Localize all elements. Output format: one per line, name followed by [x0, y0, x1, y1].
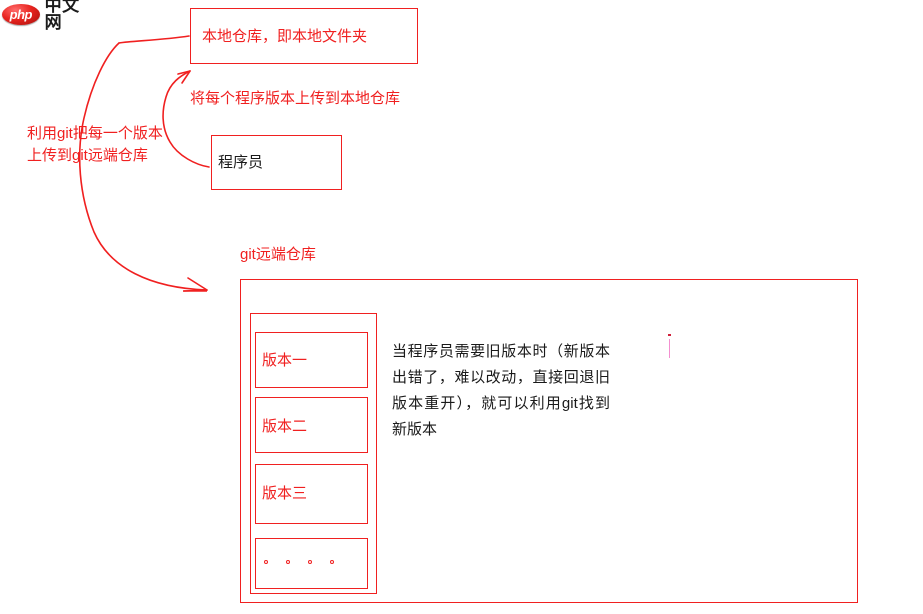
php-badge-text: php	[9, 6, 33, 22]
note-upload-to-remote-line-2: 上传到git远端仓库	[27, 147, 148, 164]
version-stack-container	[250, 313, 377, 594]
version-box-2	[255, 397, 368, 453]
note-upload-to-remote-repo: 利用git把每一个版本 上传到git远端仓库	[27, 123, 163, 167]
ellipsis-dot	[264, 560, 268, 564]
programmer-label: 程序员	[218, 154, 264, 171]
version-box-4-ellipsis	[255, 538, 368, 589]
text-cursor-caret	[668, 334, 671, 358]
local-repo-label: 本地仓库，即本地文件夹	[202, 28, 368, 45]
ellipsis-dot	[286, 560, 290, 564]
local-repo-box	[190, 8, 418, 64]
ellipsis-dot	[308, 560, 312, 564]
programmer-box	[211, 135, 342, 190]
git-remote-repo-box	[240, 279, 858, 603]
note-upload-to-remote-line-1: 利用git把每一个版本	[27, 125, 163, 142]
php-badge-icon: php	[2, 3, 40, 25]
version-label-2: 版本二	[262, 418, 308, 435]
site-logo: php 中文网	[2, 0, 94, 31]
site-logo-text: 中文网	[44, 0, 80, 32]
git-explanation-paragraph: 当程序员需要旧版本时（新版本出错了，难以改动，直接回退旧版本重开），就可以利用g…	[392, 343, 610, 438]
version-box-3	[255, 464, 368, 524]
git-remote-repo-title: git远端仓库	[240, 246, 316, 263]
note-upload-to-local-repo: 将每个程序版本上传到本地仓库	[190, 90, 401, 107]
version-label-3: 版本三	[262, 485, 308, 502]
ellipsis-dot	[330, 560, 334, 564]
version-ellipsis-dots-icon	[264, 560, 334, 564]
version-box-1	[255, 332, 368, 388]
version-label-1: 版本一	[262, 352, 308, 369]
